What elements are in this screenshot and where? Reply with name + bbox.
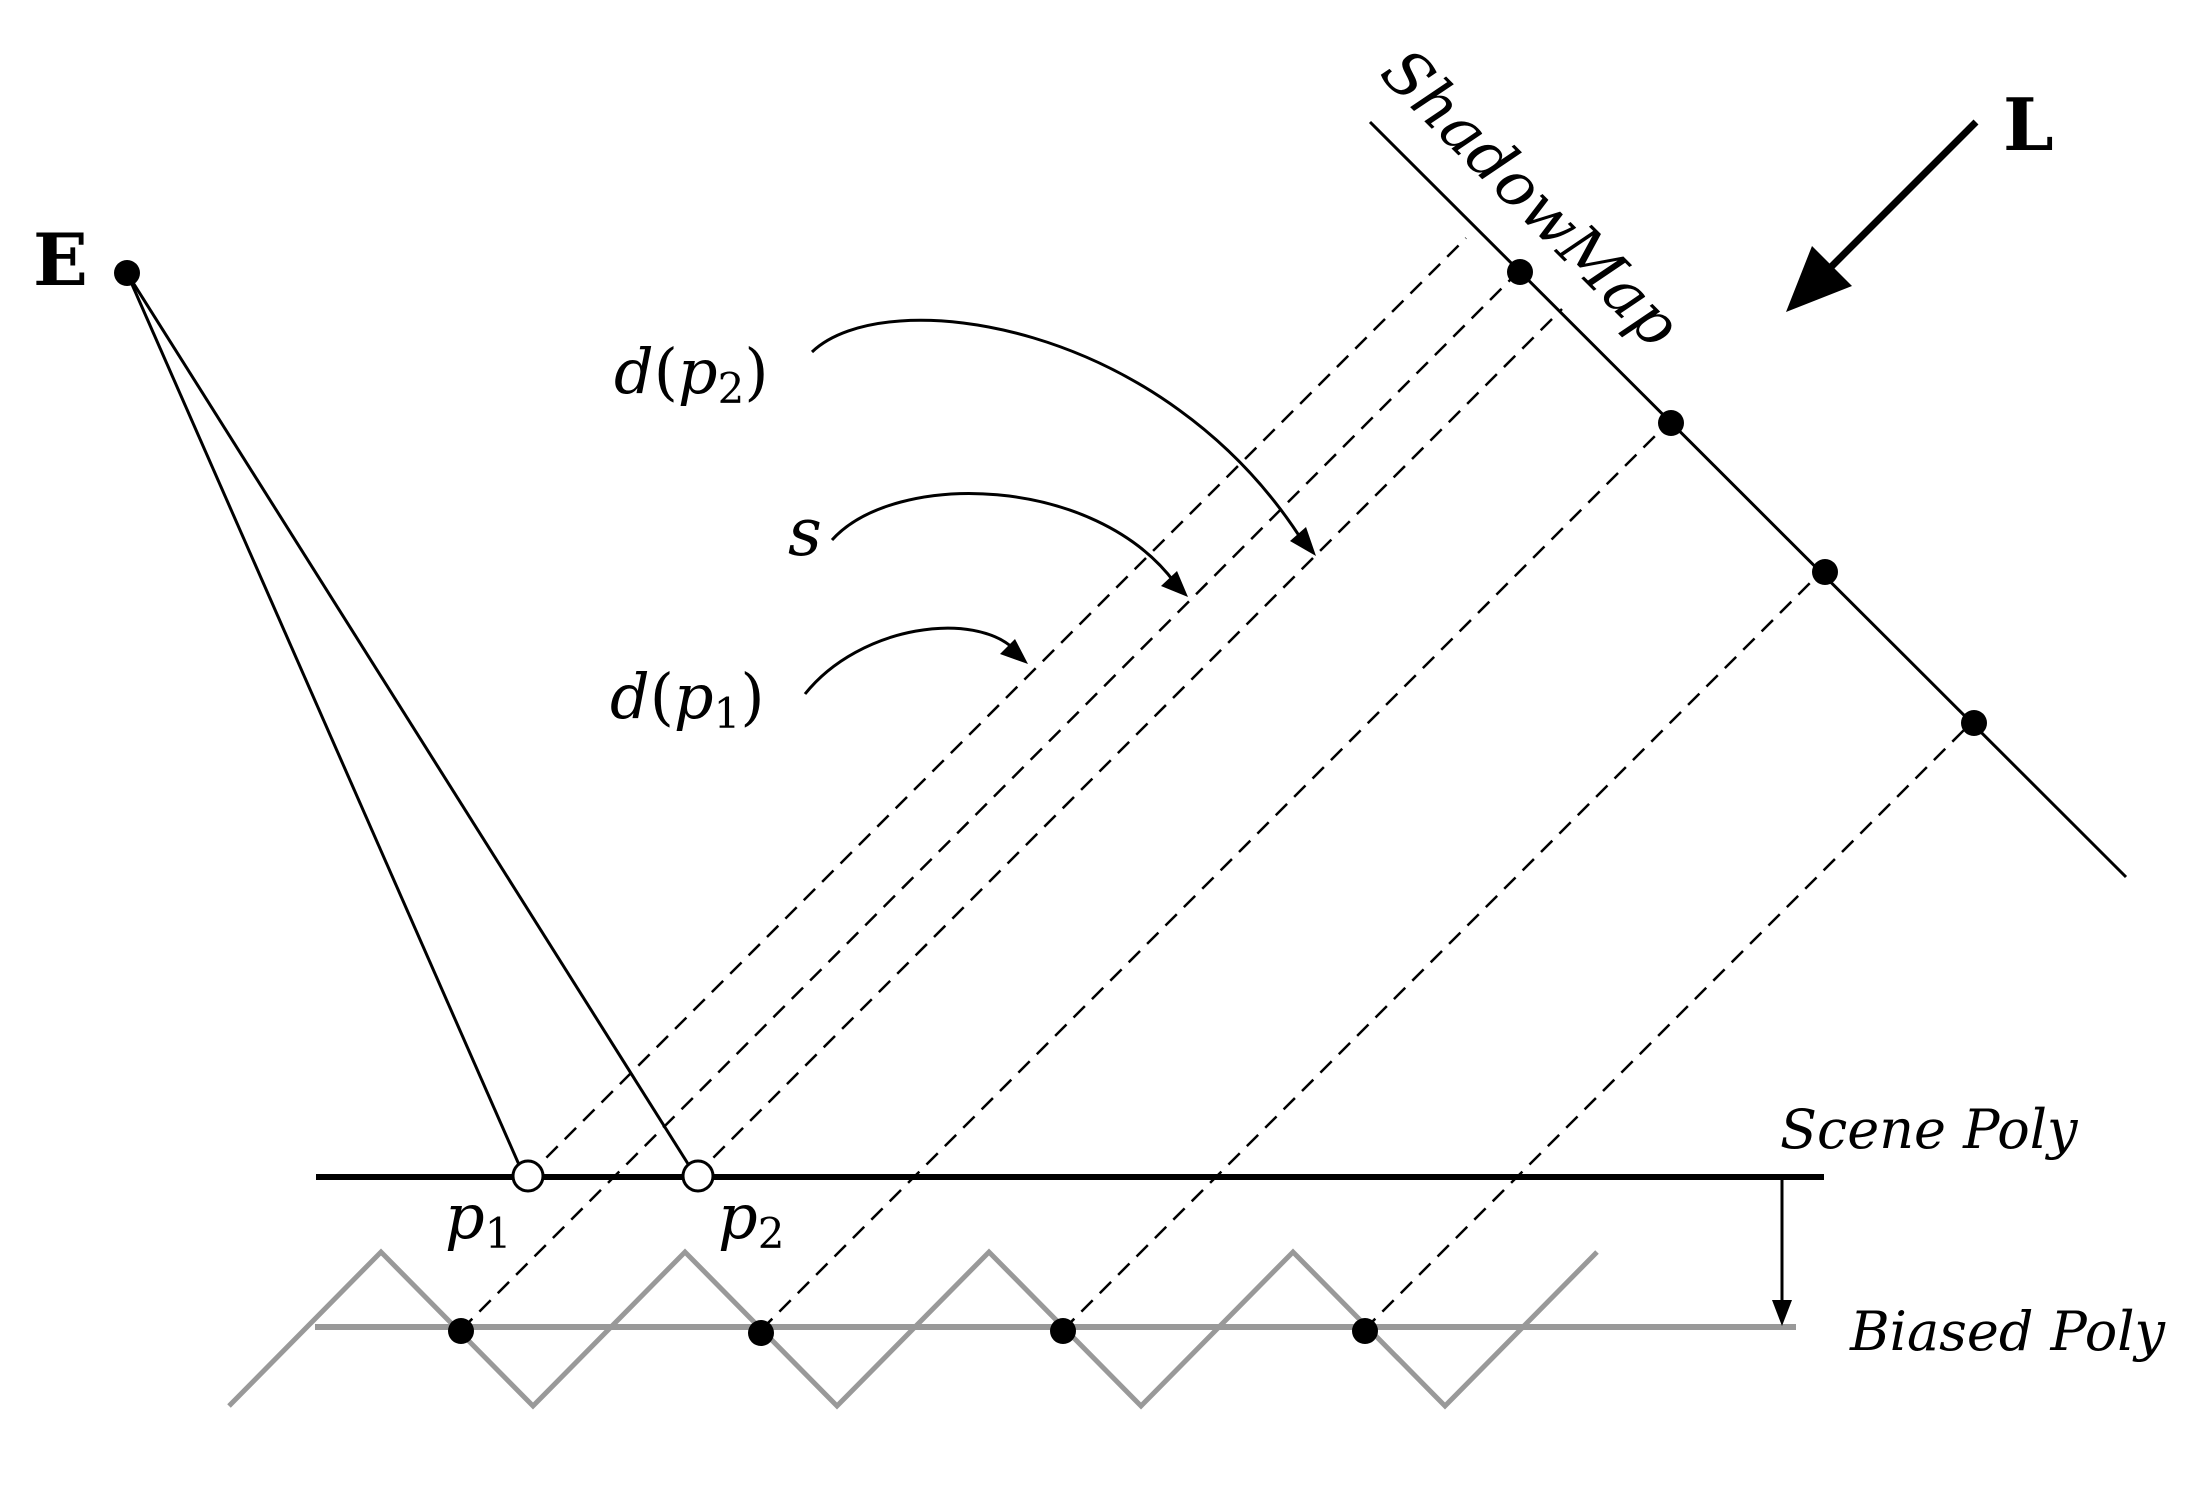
p2-var: p [718, 1180, 758, 1253]
light-ray-1 [460, 271, 1519, 1331]
shadow-map-sample-3 [1812, 559, 1838, 585]
biased-sample-2 [748, 1320, 774, 1346]
shadow-map-sample-1 [1507, 259, 1533, 285]
d-p2-sub: 2 [718, 364, 745, 413]
shadow-map-sample-4 [1961, 710, 1987, 736]
eye-label: E [33, 217, 88, 302]
arrow-d-p2-head [1290, 527, 1316, 556]
biased-sample-1 [448, 1318, 474, 1344]
biased-sample-3 [1050, 1318, 1076, 1344]
light-ray-2 [760, 421, 1670, 1331]
d-p2-func: d [614, 335, 654, 408]
light-ray-3 [1062, 571, 1822, 1331]
light-rays [460, 237, 1973, 1331]
p1-var: p [445, 1180, 485, 1253]
scene-poly-label: Scene Poly [1780, 1098, 2079, 1161]
arrow-d-p2 [810, 318, 1307, 546]
d-p1-func: d [610, 660, 650, 733]
p2-sub: 2 [758, 1209, 785, 1258]
view-ray-p2 [125, 272, 692, 1168]
d-p2-label: d(p2) [614, 335, 769, 413]
light-ray-4 [1363, 721, 1973, 1331]
ray-p1 [527, 237, 1467, 1177]
d-p1-label: d(p1) [610, 660, 765, 738]
arrow-d-p1 [803, 626, 1017, 695]
s-label: s [788, 494, 822, 571]
p2-point [681, 1159, 715, 1193]
p1-sub: 1 [485, 1209, 512, 1258]
ray-p2 [694, 308, 1563, 1177]
bias-offset-arrowhead [1772, 1300, 1792, 1326]
shadow-map-line [1368, 120, 2128, 879]
p2-label: p2 [718, 1180, 784, 1258]
d-p1-sub: 1 [714, 689, 741, 738]
d-p2-var: p [678, 335, 718, 408]
p1-label: p1 [445, 1180, 511, 1258]
shadow-map-sample-2 [1658, 410, 1684, 436]
arrow-s [830, 492, 1177, 584]
p1-point [511, 1159, 545, 1193]
light-direction-arrow [1819, 119, 1979, 279]
arrow-s-head [1161, 571, 1188, 597]
view-ray-p1 [125, 272, 522, 1168]
d-p1-var: p [674, 660, 714, 733]
light-direction-arrowhead [1786, 246, 1852, 312]
arrow-d-p1-head [1000, 639, 1028, 664]
eye-point [114, 260, 140, 286]
biased-sample-4 [1352, 1318, 1378, 1344]
biased-poly-label: Biased Poly [1849, 1300, 2166, 1363]
light-label: L [2003, 82, 2054, 167]
shadow-map-label: ShadowMap [1367, 34, 1694, 361]
